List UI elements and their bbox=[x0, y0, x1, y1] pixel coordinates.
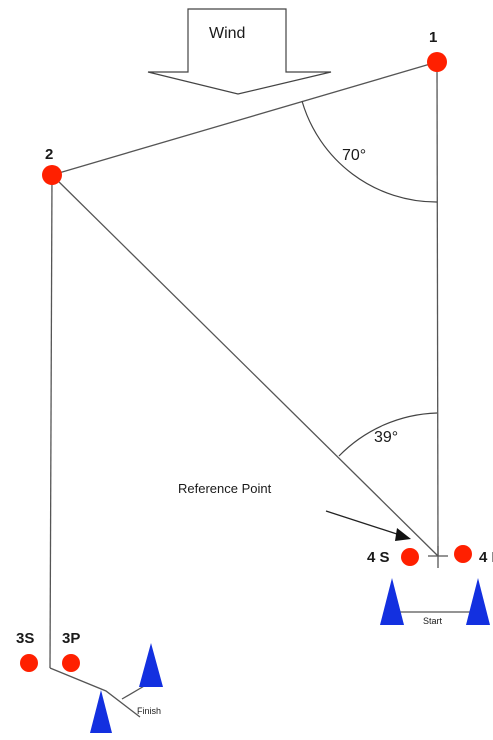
start-label: Start bbox=[423, 616, 443, 626]
course-lines bbox=[49, 61, 478, 718]
leg-start-1 bbox=[436, 61, 439, 557]
mark-2-label: 2 bbox=[45, 146, 53, 163]
mark-4s bbox=[401, 548, 419, 566]
reference-arrowhead bbox=[395, 528, 411, 541]
mark-4s-label: 4 S bbox=[367, 549, 390, 566]
marks bbox=[20, 52, 472, 672]
start-buoy-left bbox=[380, 578, 404, 625]
leg-1-2 bbox=[51, 61, 438, 176]
reference-pointer bbox=[325, 510, 411, 541]
wind-arrow: Wind bbox=[147, 8, 332, 95]
mark-4p bbox=[454, 545, 472, 563]
reference-label: Reference Point bbox=[178, 481, 272, 496]
buoys bbox=[90, 578, 490, 733]
mark-3s-label: 3S bbox=[16, 630, 34, 647]
wind-label: Wind bbox=[209, 25, 245, 42]
mark-2 bbox=[42, 165, 62, 185]
start-buoy-right bbox=[466, 578, 490, 625]
mark-3p-label: 3P bbox=[62, 630, 80, 647]
leg-2-3 bbox=[49, 174, 53, 669]
angle-label-39: 39° bbox=[374, 429, 398, 446]
leg-2-start bbox=[51, 174, 439, 557]
angle-arc-39 bbox=[338, 412, 438, 457]
angle-arc-70 bbox=[301, 100, 438, 203]
angle-label-70: 70° bbox=[342, 147, 366, 164]
mark-3s bbox=[20, 654, 38, 672]
finish-label: Finish bbox=[137, 706, 161, 716]
mark-1-label: 1 bbox=[429, 29, 437, 46]
mark-3p bbox=[62, 654, 80, 672]
finish-buoy-upper bbox=[139, 643, 163, 687]
finish-buoy-lower bbox=[90, 690, 112, 733]
angle-arcs bbox=[301, 100, 438, 457]
wind-arrow-shape bbox=[147, 8, 332, 95]
mark-4p-label: 4 P bbox=[479, 549, 493, 566]
reference-pointer-line bbox=[325, 510, 404, 537]
leg-3-finish bbox=[49, 667, 141, 718]
mark-1 bbox=[427, 52, 447, 72]
